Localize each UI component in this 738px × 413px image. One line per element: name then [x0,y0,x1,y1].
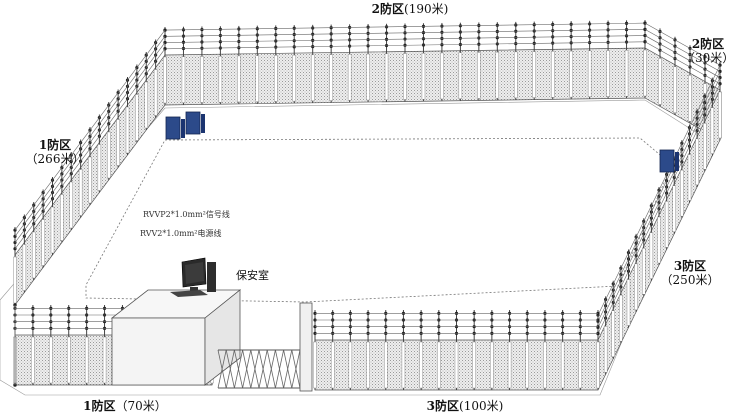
zone-right-name: 3防区 [673,259,707,273]
gate-pillar [299,302,313,392]
zone-bottom-left-name: 1防区 [83,399,116,413]
guard-room-front [111,317,206,386]
zone-top-name: 2防区 [371,2,405,16]
zone-bottom-right-name: 3防区 [426,399,460,413]
zone-label-right: 3防区 （250米） [655,259,725,288]
zone-bottom-left-length: （70米） [115,399,167,413]
zone-left-name: 1防区 [38,138,72,152]
guard-room [110,289,242,386]
zone-label-bottom-right: 3防区(100米) [410,399,520,413]
ground-outline-outer [0,99,706,396]
fence-zone1-left [13,27,167,307]
zone-label-left: 1防区 （266米） [25,138,85,167]
guard-room-side [204,289,241,386]
zone-label-top-right: 2防区 （30米） [683,37,735,66]
host-unit-icon [165,111,205,140]
zone-right-length: （250米） [660,273,720,288]
host-unit-icon [659,149,679,173]
fence-zone3-bottom-right [313,310,600,391]
cable-route [85,137,673,303]
zone-bottom-right-length: (100米) [459,399,504,413]
fence-group [13,20,722,391]
zone-top-length: (190米) [404,2,449,16]
fence-zone1-left-corner [13,303,17,387]
computer-monitor-icon [170,257,216,297]
zone-top-right-length: （30米） [683,51,735,66]
guard-room-label: 保安室 [236,269,269,282]
sliding-gate [217,349,301,389]
zone-label-top: 2防区(190米) [360,2,460,16]
signal-cable-label: RVVP2*1.0mm²信号线 [143,210,230,219]
zone-left-length: （266米） [25,152,85,167]
power-cable-label: RVV2*1.0mm²电源线 [140,229,222,238]
zone-label-bottom-left: 1防区（70米） [70,399,180,413]
fence-zone2-top [163,20,647,106]
zone-top-right-name: 2防区 [691,37,725,51]
